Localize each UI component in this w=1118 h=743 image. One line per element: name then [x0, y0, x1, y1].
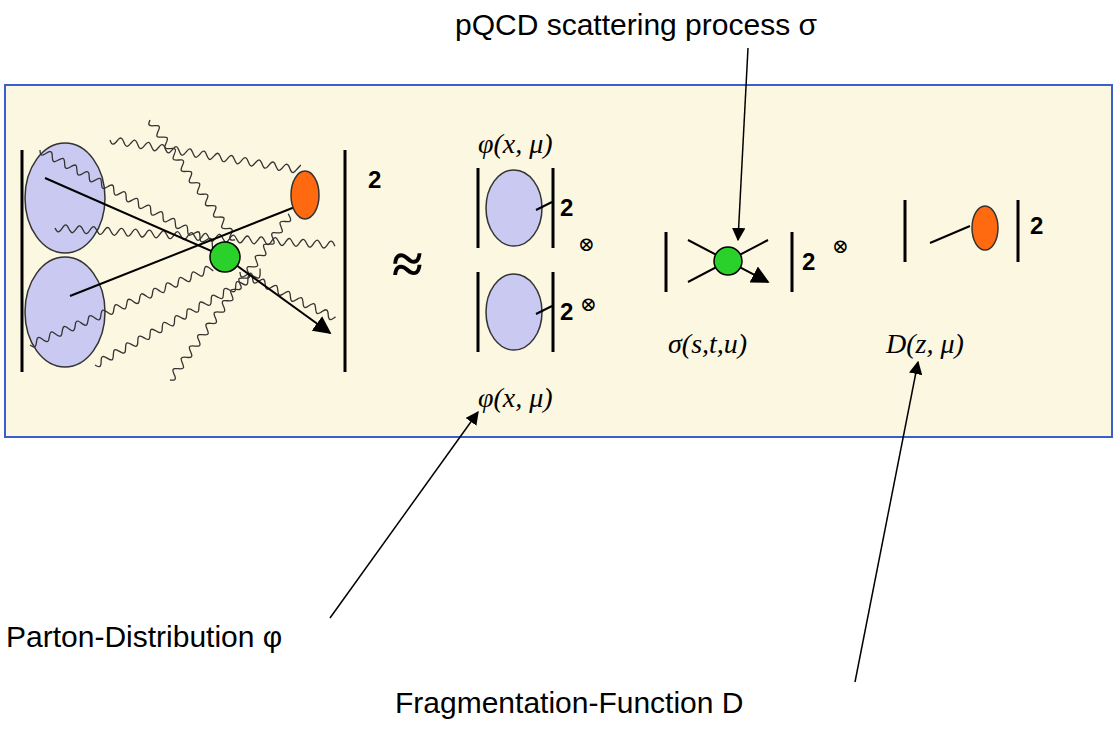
parton-distribution-figure	[478, 168, 553, 248]
convolution-symbol: ⊗	[580, 294, 597, 314]
convolution-symbol: ⊗	[832, 236, 849, 256]
exponent: 2	[802, 250, 815, 274]
gluon-line	[95, 268, 260, 366]
leader-arrow	[855, 362, 918, 682]
gluon-line	[30, 267, 213, 348]
function-label: φ(x, μ)	[478, 384, 553, 412]
exponent: 2	[368, 168, 381, 192]
gluon-line	[170, 214, 291, 380]
exponent: 2	[560, 196, 573, 220]
gluon-line	[149, 120, 235, 240]
scattering-figure	[666, 232, 792, 292]
convolution-symbol: ⊗	[578, 234, 595, 254]
exponent: 2	[560, 300, 573, 324]
fragmentation-figure	[905, 200, 1018, 262]
leader-arrow	[330, 412, 478, 618]
panel	[5, 85, 1112, 437]
gluon-line	[110, 138, 301, 173]
exponent: 2	[1030, 214, 1043, 238]
leader-arrow	[738, 48, 748, 240]
collision-figure	[22, 120, 345, 380]
parton-distribution-figure	[478, 272, 553, 352]
function-label: φ(x, μ)	[478, 130, 553, 158]
approx-symbol: ≈	[392, 236, 423, 292]
callout-label: Parton-Distribution φ	[6, 622, 282, 652]
callout-title: pQCD scattering process σ	[455, 10, 817, 40]
callout-label: Fragmentation-Function D	[395, 688, 744, 718]
function-label: σ(s,t,u)	[668, 330, 747, 358]
function-label: D(z, μ)	[886, 330, 964, 358]
